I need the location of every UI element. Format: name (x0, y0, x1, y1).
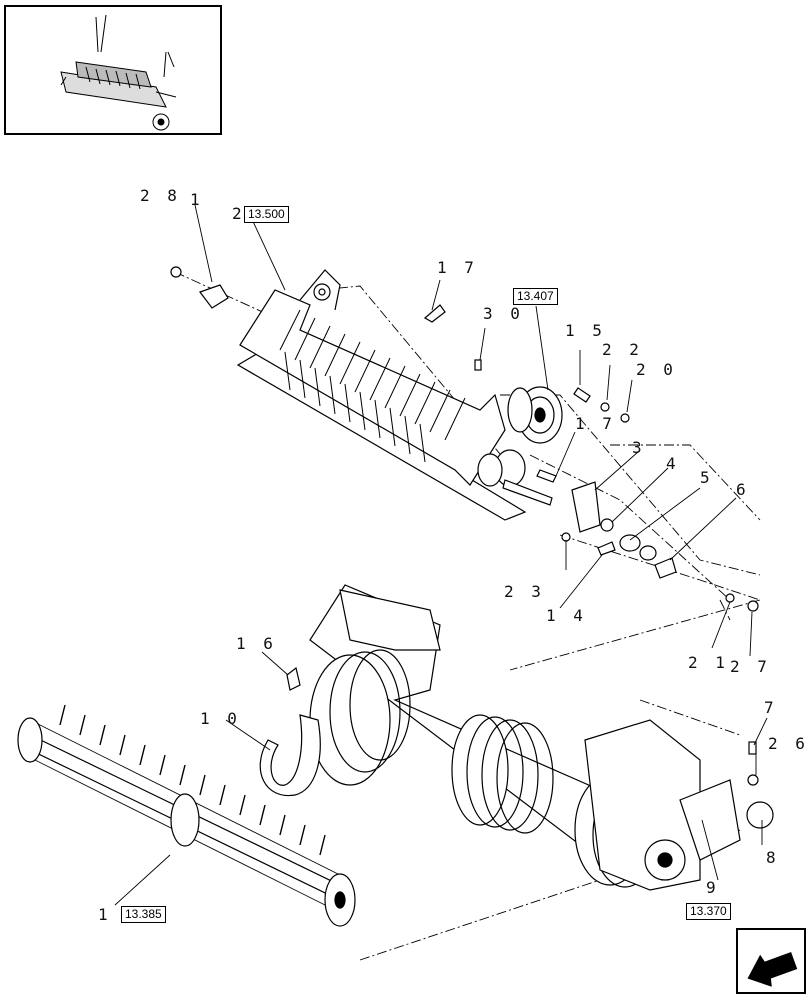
callout-1: 1 (190, 190, 204, 209)
callout-20: 2 0 (636, 360, 677, 379)
callout-15: 1 5 (565, 321, 606, 340)
rotor-shaft (17, 704, 356, 927)
callout-16: 1 6 (236, 634, 277, 653)
callout-17b: 1 7 (575, 414, 616, 433)
callout-6: 6 (736, 480, 750, 499)
callout-28: 2 8 (140, 186, 181, 205)
machine-overview-icon (60, 14, 177, 131)
callout-4: 4 (666, 454, 680, 473)
callout-5: 5 (700, 468, 714, 487)
hardware (170, 266, 774, 829)
next-page-button[interactable] (736, 928, 806, 994)
callout-10: 1 0 (200, 709, 241, 728)
pickup-reel-body (309, 584, 741, 891)
callout-14: 1 4 (546, 606, 587, 625)
ref-13-385[interactable]: 13.385 (121, 906, 166, 924)
callout-7: 7 (764, 698, 778, 717)
callout-9: 9 (706, 878, 720, 897)
belt (259, 714, 321, 797)
callout-21: 2 1 (688, 653, 729, 672)
callout-23: 2 3 (504, 582, 545, 601)
callout-3: 3 (632, 438, 646, 457)
ref-13-500[interactable]: 13.500 (244, 206, 289, 224)
callout-26: 2 6 (768, 734, 809, 753)
ref-13-370[interactable]: 13.370 (686, 903, 731, 921)
drive-sprockets (477, 386, 563, 506)
ref-13-407[interactable]: 13.407 (513, 288, 558, 306)
callout-8: 8 (766, 848, 780, 867)
callout-2: 2 (232, 204, 246, 223)
callout-17a: 1 7 (437, 258, 478, 277)
next-page-arrow-icon (747, 952, 798, 987)
comb-assembly (236, 269, 527, 521)
machine-overview-inset (4, 5, 222, 135)
callout-leaders (114, 204, 768, 906)
callout-27: 2 7 (730, 657, 771, 676)
callout-22: 2 2 (602, 340, 643, 359)
callout-30: 3 0 (483, 304, 524, 323)
